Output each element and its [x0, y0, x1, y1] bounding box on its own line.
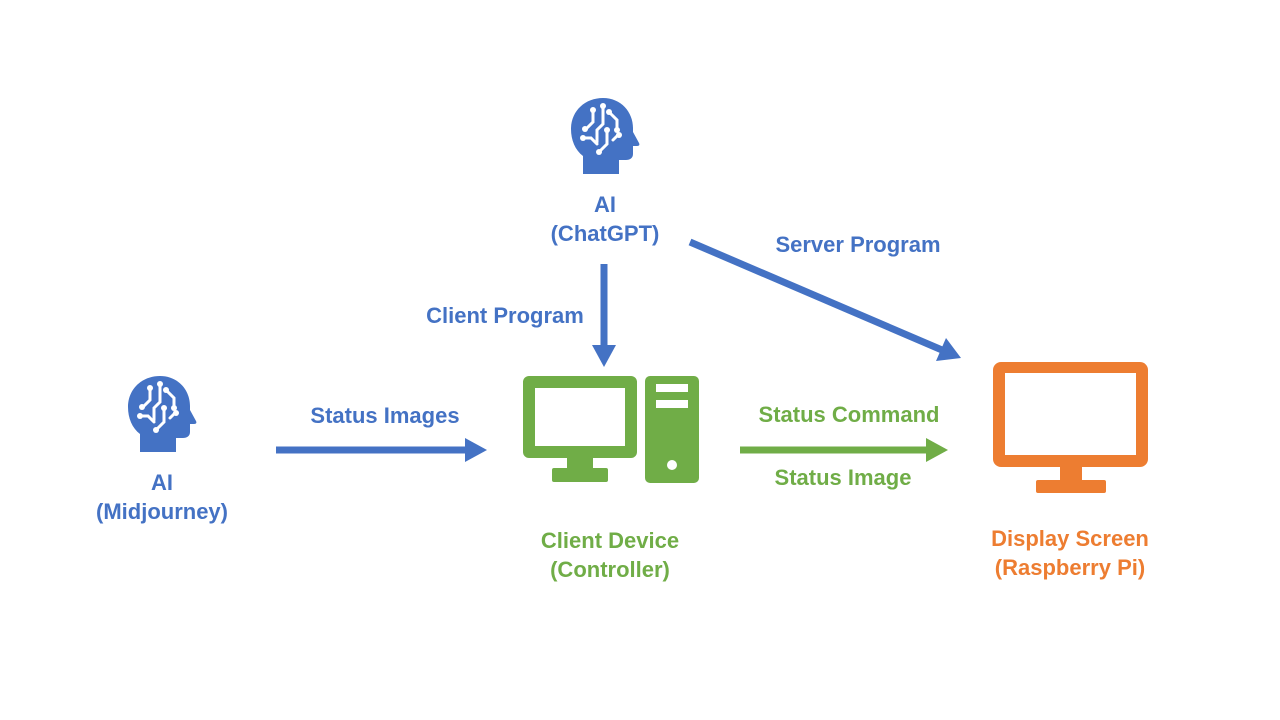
- node-label-line: (ChatGPT): [550, 221, 660, 246]
- edge-label-status-images: Status Images: [310, 403, 460, 428]
- arrow-client-program: [592, 264, 616, 367]
- node-label-line: Client Device: [540, 528, 680, 553]
- node-label-line: (Controller): [550, 557, 670, 582]
- edge-label-status-command: Status Command: [758, 402, 940, 427]
- node-label-client-device: Client Device (Controller): [500, 526, 720, 584]
- edge-label-client-program: Client Program: [426, 303, 584, 328]
- ai-head-icon: [126, 374, 198, 454]
- arrow-status-command: [740, 438, 948, 462]
- node-label-line: AI: [151, 470, 173, 495]
- node-label-line: (Raspberry Pi): [994, 555, 1146, 580]
- node-label-display-screen: Display Screen (Raspberry Pi): [950, 524, 1190, 582]
- monitor-icon: [993, 362, 1148, 493]
- node-label-midjourney: AI (Midjourney): [62, 468, 262, 526]
- arrow-status-images: [276, 438, 487, 462]
- edge-label-server-program: Server Program: [775, 232, 941, 257]
- node-label-line: Display Screen: [991, 526, 1149, 551]
- arrow-server-program: [688, 238, 961, 361]
- node-label-line: AI: [594, 192, 616, 217]
- node-label-line: (Midjourney): [96, 499, 228, 524]
- ai-head-icon: [569, 96, 641, 176]
- node-label-chatgpt: AI (ChatGPT): [505, 190, 705, 248]
- desktop-computer-icon: [523, 376, 699, 483]
- edge-label-status-image: Status Image: [774, 465, 912, 490]
